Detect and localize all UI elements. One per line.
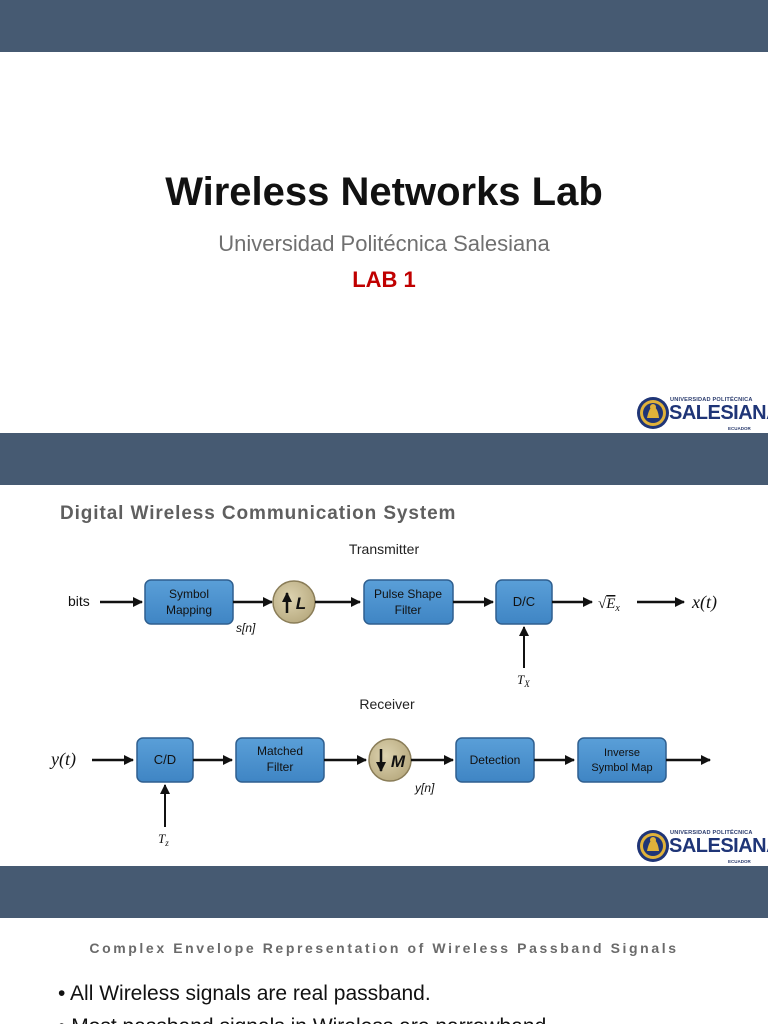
svg-text:Symbol: Symbol bbox=[169, 587, 209, 601]
bullet-item: • Most passband signals in Wireless are … bbox=[58, 1015, 552, 1024]
svg-text:Mapping: Mapping bbox=[166, 603, 212, 617]
detection-block: Detection bbox=[455, 737, 535, 783]
svg-text:Symbol Map: Symbol Map bbox=[591, 762, 652, 774]
seal-icon bbox=[637, 397, 669, 429]
svg-text:C/D: C/D bbox=[154, 752, 176, 767]
diagram-slide: Digital Wireless Communication System Tr… bbox=[0, 485, 768, 866]
logo-bottom-text: ECUADOR bbox=[728, 859, 751, 864]
slide-subtitle: Universidad Politécnica Salesiana bbox=[218, 231, 550, 256]
logo-top-text: UNIVERSIDAD POLITÉCNICA bbox=[670, 830, 753, 836]
slide-heading: Digital Wireless Communication System bbox=[60, 503, 457, 524]
dc-block: D/C bbox=[495, 579, 553, 625]
svg-text:Matched: Matched bbox=[257, 744, 303, 758]
bullet-text: All Wireless signals are real passband. bbox=[70, 982, 431, 1005]
seal-icon bbox=[637, 830, 669, 862]
slide-separator-band bbox=[0, 866, 768, 918]
inverse-symbol-map-block: Inverse Symbol Map bbox=[577, 737, 667, 783]
logo-top-text: UNIVERSIDAD POLITÉCNICA bbox=[670, 397, 753, 403]
top-band bbox=[0, 0, 768, 52]
salesiana-logo: UNIVERSIDAD POLITÉCNICA SALESIANA ECUADO… bbox=[636, 394, 768, 433]
rx-clock-label: Tz bbox=[158, 831, 169, 848]
tx-input-label: bits bbox=[68, 593, 90, 609]
svg-text:D/C: D/C bbox=[513, 594, 535, 609]
logo-bottom-text: ECUADOR bbox=[728, 426, 751, 431]
svg-text:Filter: Filter bbox=[267, 760, 294, 774]
symbol-mapping-block: Symbol Mapping bbox=[144, 579, 234, 625]
upsampler-block: L bbox=[272, 580, 316, 624]
title-slide: Wireless Networks Lab Universidad Polité… bbox=[0, 52, 768, 433]
cd-block: C/D bbox=[136, 737, 194, 783]
svg-text:L: L bbox=[296, 594, 306, 613]
slide-heading: Complex Envelope Representation of Wirel… bbox=[89, 940, 679, 956]
rx-input-label: y(t) bbox=[49, 749, 76, 770]
receiver-title: Receiver bbox=[359, 696, 415, 712]
logo-main-text: SALESIANA bbox=[669, 835, 768, 857]
transmitter-title: Transmitter bbox=[349, 541, 420, 557]
tx-clock-label: TX bbox=[517, 672, 530, 689]
svg-text:Inverse: Inverse bbox=[604, 747, 640, 759]
signal-label-sn: s[n] bbox=[236, 621, 256, 635]
signal-label-yn: y[n] bbox=[414, 781, 435, 795]
slide-title: Wireless Networks Lab bbox=[165, 170, 603, 214]
envelope-slide: Complex Envelope Representation of Wirel… bbox=[0, 918, 768, 1024]
bullet-text: Most passband signals in Wireless are na… bbox=[71, 1015, 552, 1024]
pulse-shape-filter-block: Pulse Shape Filter bbox=[363, 579, 454, 625]
downsampler-block: M bbox=[368, 738, 412, 782]
logo-main-text: SALESIANA bbox=[669, 402, 768, 424]
svg-text:M: M bbox=[391, 752, 406, 771]
svg-text:Pulse Shape: Pulse Shape bbox=[374, 587, 442, 601]
lab-label: LAB 1 bbox=[352, 267, 416, 292]
svg-text:Filter: Filter bbox=[395, 603, 422, 617]
tx-output-label: x(t) bbox=[691, 592, 717, 613]
bullet-item: • All Wireless signals are real passband… bbox=[58, 982, 431, 1005]
block-diagram: Transmitter bits Symbol Mapping s[n] L P… bbox=[49, 541, 717, 848]
gain-label: √Ex bbox=[598, 596, 620, 614]
svg-text:Detection: Detection bbox=[470, 753, 521, 767]
slide-separator-band bbox=[0, 433, 768, 485]
salesiana-logo: UNIVERSIDAD POLITÉCNICA SALESIANA ECUADO… bbox=[636, 827, 768, 866]
matched-filter-block: Matched Filter bbox=[235, 737, 325, 783]
